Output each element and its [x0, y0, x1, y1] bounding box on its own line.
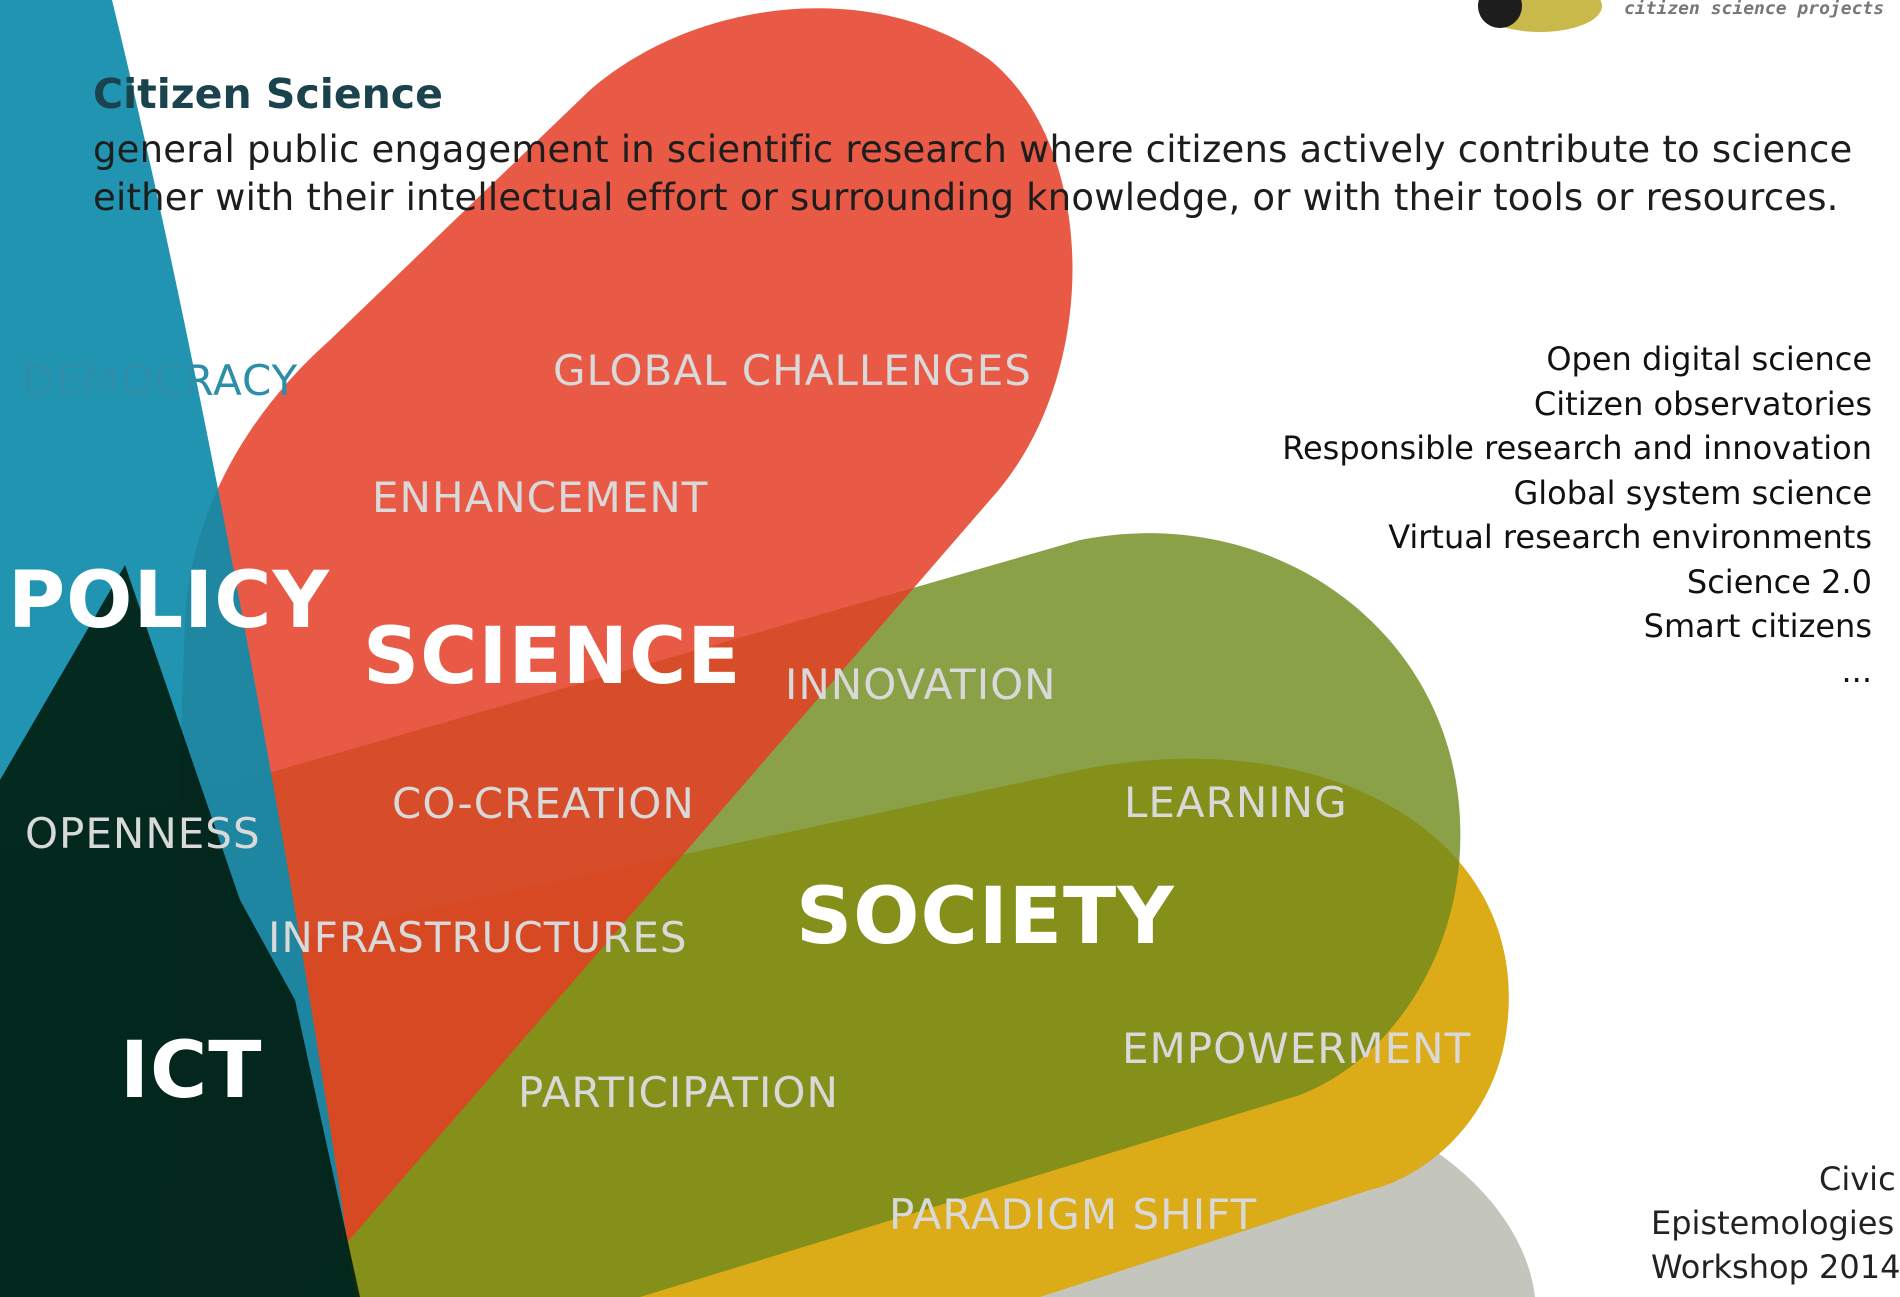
domain-society: SOCIETY: [796, 872, 1175, 962]
theme-infrastructures: INFRASTRUCTURES: [268, 913, 688, 962]
definition-line-1: general public engagement in scientific …: [93, 128, 1853, 171]
footer-line-3: Workshop 2014: [1651, 1248, 1900, 1286]
domain-science: SCIENCE: [363, 612, 742, 702]
theme-openness: OPENNESS: [25, 809, 261, 858]
footer-line-1: Civic: [1819, 1160, 1896, 1198]
theme-participation: PARTICIPATION: [518, 1068, 839, 1117]
list-item: Smart citizens: [1643, 607, 1872, 645]
petal-ict: [0, 565, 360, 1297]
list-item: ...: [1841, 651, 1872, 690]
theme-paradigm-shift: PARADIGM SHIFT: [889, 1190, 1258, 1239]
footer-caption: Civic Epistemologies Workshop 2014: [1651, 1157, 1900, 1289]
theme-innovation: INNOVATION: [785, 660, 1057, 709]
theme-global-challenges: GLOBAL CHALLENGES: [553, 346, 1032, 395]
domain-policy: POLICY: [8, 556, 330, 646]
domain-ict: ICT: [120, 1026, 263, 1116]
page-title: Citizen Science: [93, 70, 443, 118]
list-item: Global system science: [1513, 473, 1872, 512]
theme-democracy: DEMOCRACY: [22, 356, 299, 405]
footer-line-2: Epistemologies: [1651, 1204, 1895, 1242]
list-item: Responsible research and innovation: [1282, 429, 1872, 467]
list-item: Science 2.0: [1686, 562, 1872, 601]
project-logo-icon: [1478, 0, 1602, 32]
theme-enhancement: ENHANCEMENT: [372, 473, 709, 522]
list-item: Open digital science: [1546, 340, 1872, 378]
related-concepts-list: Open digital science Citizen observatori…: [1282, 337, 1872, 693]
theme-learning: LEARNING: [1124, 778, 1348, 827]
theme-empowerment: EMPOWERMENT: [1122, 1024, 1472, 1073]
list-item: Citizen observatories: [1533, 384, 1872, 423]
logo-tagline: citizen science projects: [1624, 0, 1885, 19]
petal-science: [160, 8, 1073, 1297]
list-item: Virtual research environments: [1388, 518, 1872, 556]
theme-co-creation: CO-CREATION: [392, 779, 695, 828]
definition-line-2: either with their intellectual effort or…: [93, 176, 1839, 219]
